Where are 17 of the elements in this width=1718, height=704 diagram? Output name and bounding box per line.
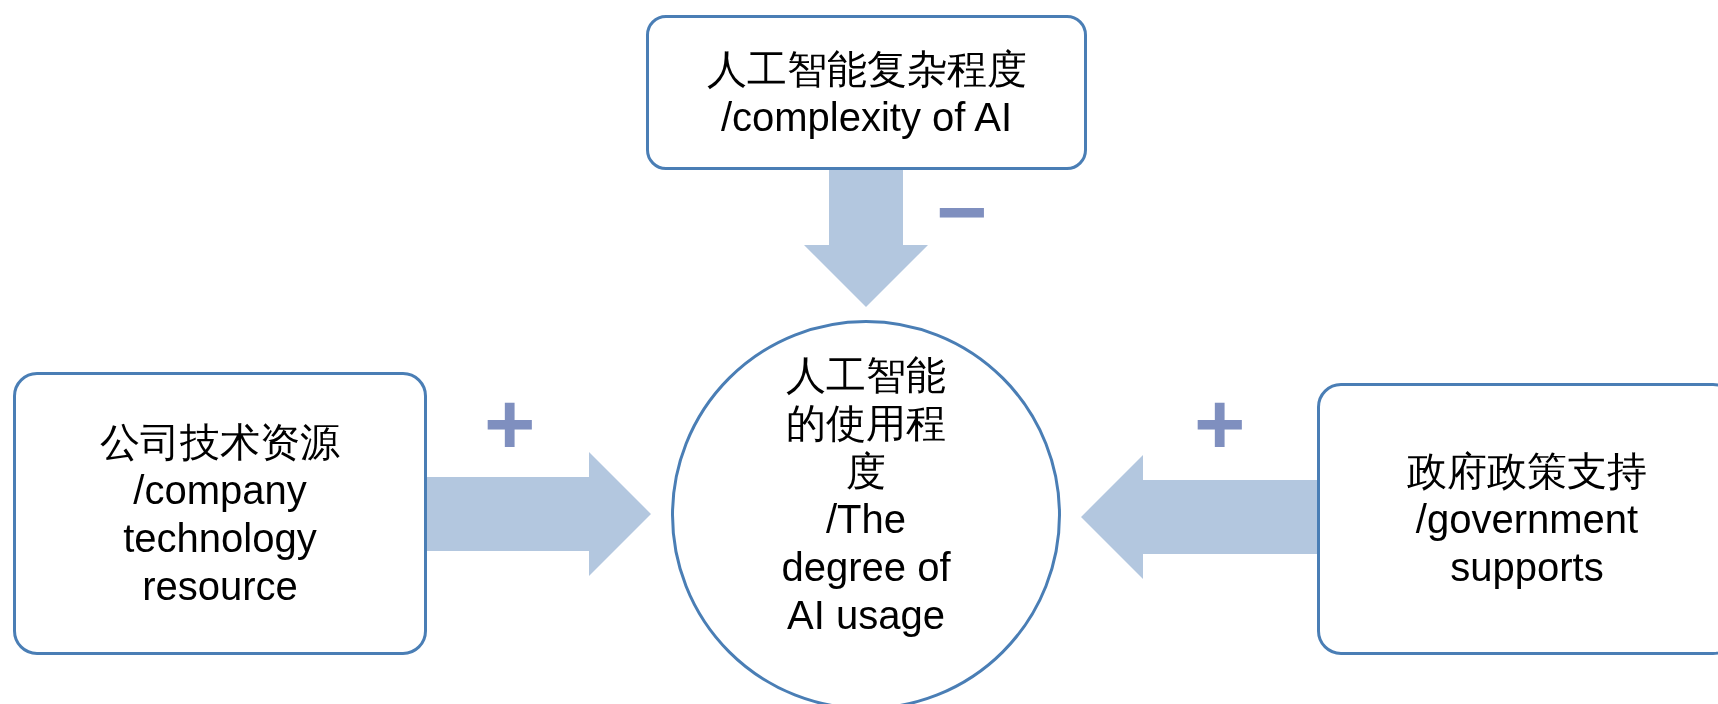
- sign-label: +: [1193, 380, 1247, 468]
- block-arrow: [1081, 455, 1317, 579]
- node-text: 公司技术资源: [100, 418, 340, 466]
- factor-box: [646, 15, 1087, 170]
- factor-box: [13, 372, 427, 655]
- node-text: /The degree of AI usage: [780, 496, 952, 639]
- block-arrow: [804, 170, 928, 307]
- block-arrow: [427, 452, 651, 576]
- node-text: /company technology resource: [122, 466, 318, 610]
- node-text: 政府政策支持: [1407, 448, 1647, 495]
- node-text: 人工智能复杂程度: [706, 45, 1027, 93]
- sign-label: −: [935, 168, 989, 256]
- factor-box: [1317, 383, 1718, 655]
- node-text: /government supports: [1414, 496, 1640, 591]
- node-text: /complexity of AI: [720, 93, 1013, 141]
- node-text: 人工智能的使用程度: [785, 352, 947, 495]
- sign-label: +: [483, 380, 537, 468]
